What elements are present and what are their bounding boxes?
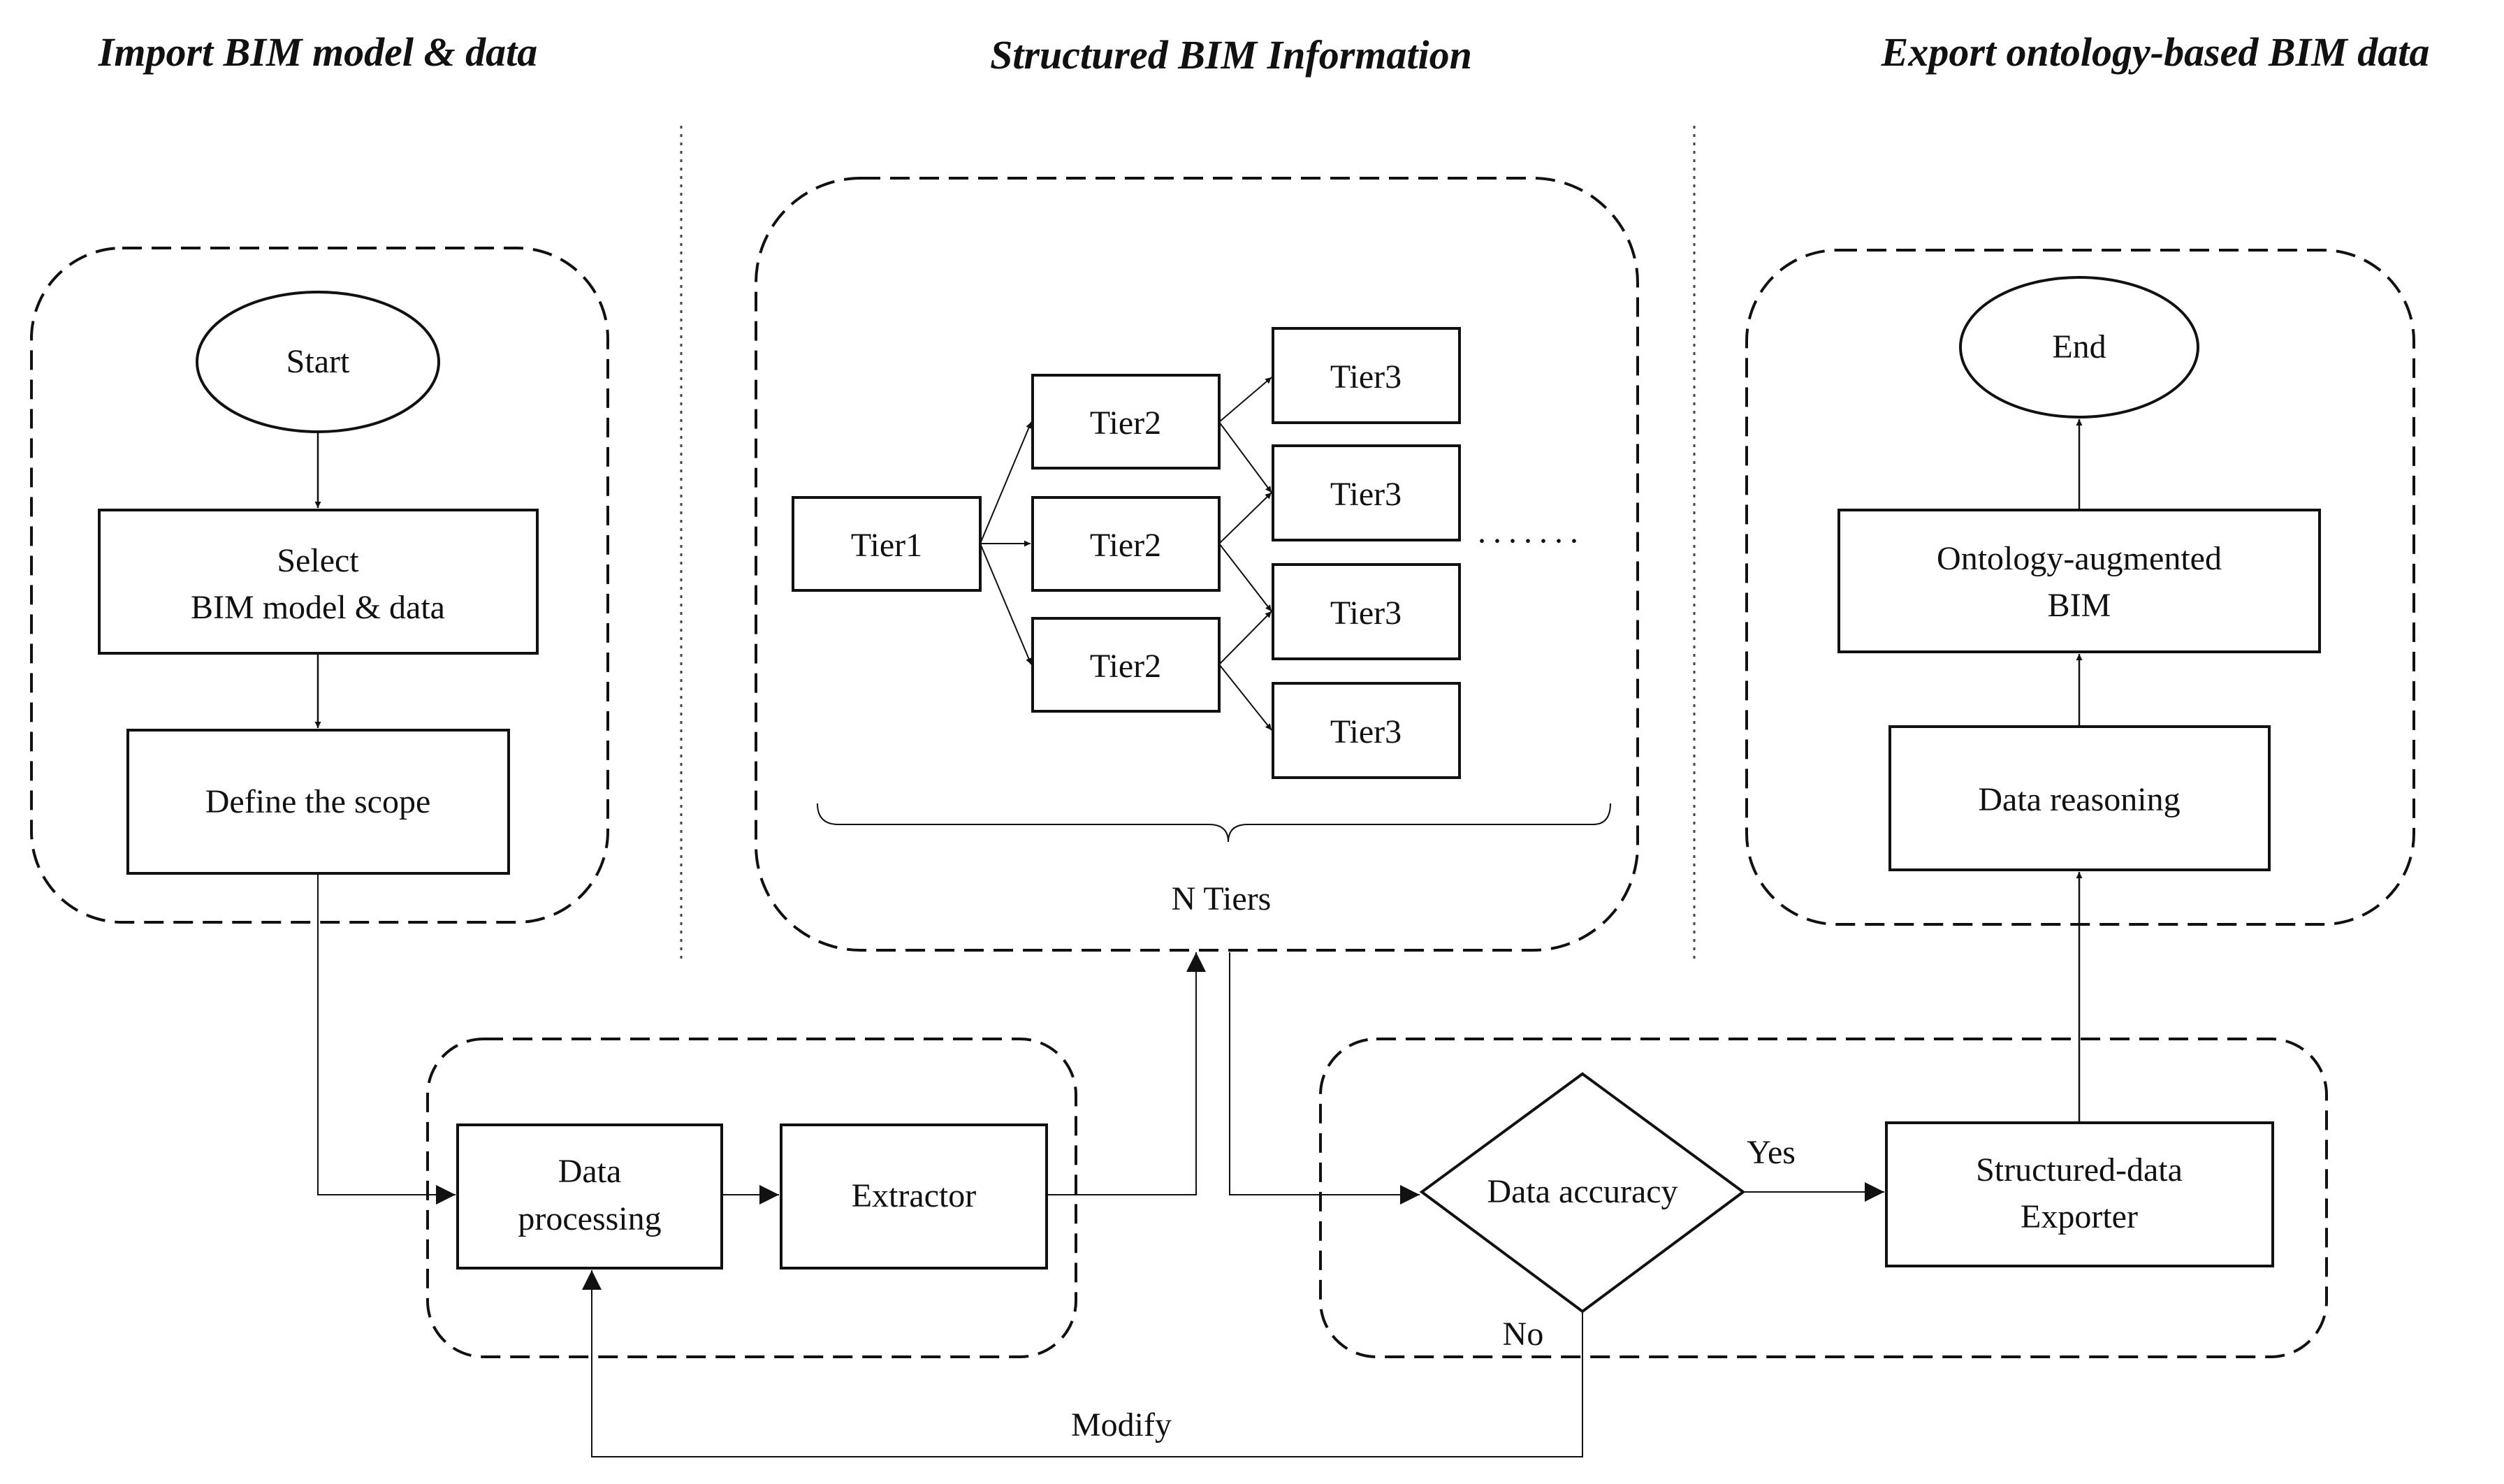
data-processing-label-2: processing xyxy=(518,1200,661,1237)
tier3-node-4 xyxy=(1272,682,1461,779)
group-import xyxy=(30,247,609,924)
arrow-tier2c-tier3c xyxy=(1218,611,1272,665)
data-accuracy-label: Data accuracy xyxy=(1487,1173,1677,1210)
tier3-label-1: Tier3 xyxy=(1330,358,1402,395)
arrow-tier1-tier2-1 xyxy=(980,421,1032,544)
group-processing xyxy=(426,1038,1077,1358)
data-reasoning-label: Data reasoning xyxy=(1978,781,2180,818)
tier3-node-1 xyxy=(1272,327,1461,424)
n-tiers-brace xyxy=(817,803,1611,843)
end-label: End xyxy=(2052,328,2106,365)
data-processing-label-1: Data xyxy=(558,1153,622,1190)
arrow-tier2c-tier3d xyxy=(1218,664,1272,731)
select-label-2: BIM model & data xyxy=(191,589,445,626)
exporter-label-1: Structured-data xyxy=(1976,1151,2183,1188)
tier3-node-3 xyxy=(1272,563,1461,660)
end-node xyxy=(1959,276,2199,419)
tier3-node-2 xyxy=(1272,444,1461,541)
start-label: Start xyxy=(286,343,350,380)
arrow-tiers-to-accuracy xyxy=(1229,952,1420,1205)
arrow-scope-to-processing xyxy=(317,873,456,1205)
tier2-label-1: Tier2 xyxy=(1090,405,1161,442)
n-tiers-label: N Tiers xyxy=(1172,880,1272,917)
group-validation xyxy=(1319,1038,2328,1358)
exporter-node xyxy=(1885,1121,2274,1267)
tier2-label-3: Tier2 xyxy=(1090,648,1161,685)
arrow-extractor-to-tiers xyxy=(1047,952,1206,1195)
tier2-node-3 xyxy=(1031,617,1221,713)
select-label-1: Select xyxy=(277,542,359,579)
extractor-label: Extractor xyxy=(852,1177,977,1214)
arrow-tier2b-tier3c xyxy=(1218,543,1272,612)
group-structured xyxy=(755,177,1639,952)
no-label: No xyxy=(1503,1316,1544,1353)
define-scope-label: Define the scope xyxy=(205,783,431,820)
heading-structured: Structured BIM Information xyxy=(990,32,1472,78)
data-reasoning-node xyxy=(1888,725,2271,871)
heading-import: Import BIM model & data xyxy=(98,29,537,75)
data-processing-node xyxy=(456,1123,723,1270)
tier2-label-2: Tier2 xyxy=(1090,527,1161,564)
ontology-label-1: Ontology-augmented xyxy=(1937,540,2222,577)
select-bim-node xyxy=(98,509,539,655)
modify-label: Modify xyxy=(1071,1406,1172,1443)
arrow-modify-loop xyxy=(582,1270,1583,1457)
tier1-label: Tier1 xyxy=(851,527,922,564)
group-export xyxy=(1745,249,2415,926)
arrow-tier2a-tier3a xyxy=(1218,377,1272,423)
yes-label: Yes xyxy=(1747,1134,1796,1171)
extractor-node xyxy=(780,1123,1048,1270)
tier3-label-3: Tier3 xyxy=(1330,595,1402,632)
tier-ellipsis: ······· xyxy=(1476,523,1584,560)
tier3-label-2: Tier3 xyxy=(1330,476,1402,513)
heading-export: Export ontology-based BIM data xyxy=(1881,29,2430,75)
define-scope-node xyxy=(126,729,510,875)
tier2-node-1 xyxy=(1031,374,1221,470)
arrow-tier1-tier2-3 xyxy=(980,543,1032,665)
arrow-tier2a-tier3b xyxy=(1218,421,1272,493)
arrow-tier2b-tier3b xyxy=(1218,492,1272,544)
exporter-label-2: Exporter xyxy=(2021,1198,2138,1235)
tier3-label-4: Tier3 xyxy=(1330,713,1402,750)
ontology-label-2: BIM xyxy=(2048,587,2111,624)
ontology-bim-node xyxy=(1837,509,2321,653)
tier2-node-2 xyxy=(1031,496,1221,592)
